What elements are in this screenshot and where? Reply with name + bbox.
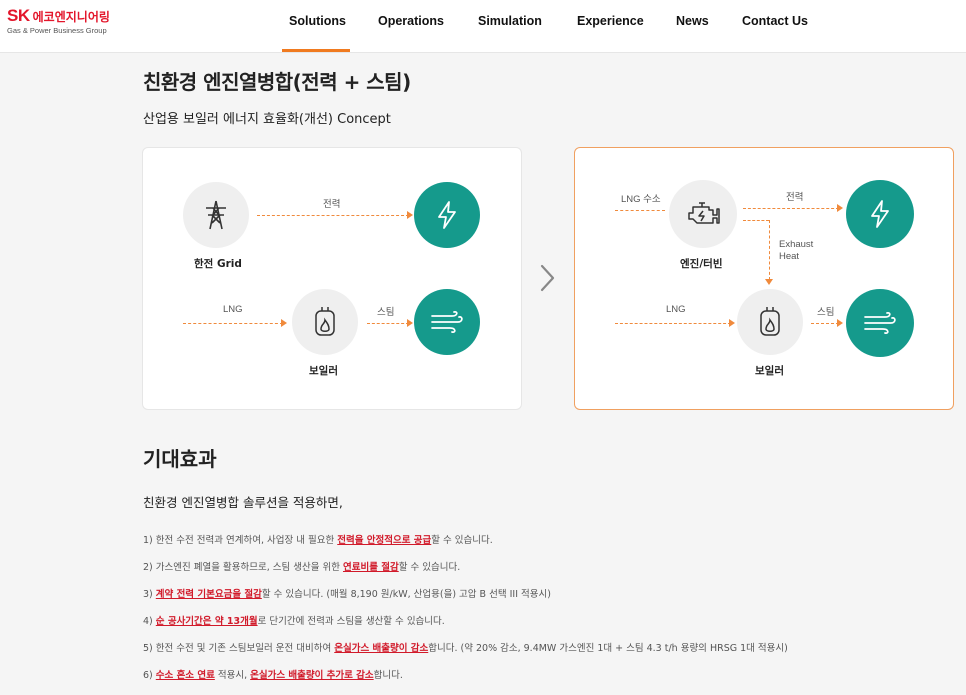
- effect-text: 3): [143, 589, 156, 600]
- steam-arrow: [811, 323, 839, 324]
- effect-text: 적용시,: [214, 670, 251, 681]
- effect-text: 합니다.: [373, 670, 403, 681]
- power-arrow: [257, 215, 409, 216]
- engine-label: 엔진/터빈: [680, 258, 723, 270]
- effect-item-3: 3) 계약 전력 기본요금을 절감할 수 있습니다. (매월 8,190 원/k…: [143, 586, 551, 600]
- nav-active-indicator: [282, 49, 350, 52]
- effect-highlight: 계약 전력 기본요금을 절감: [155, 589, 262, 600]
- lightning-icon: [846, 180, 914, 248]
- power-label: 전력: [786, 192, 804, 203]
- power-label: 전력: [323, 199, 341, 210]
- lng-label: LNG: [223, 304, 243, 315]
- steam-icon: [414, 289, 480, 355]
- effect-item-1: 1) 한전 수전 전력과 연계하여, 사업장 내 필요한 전력을 안정적으로 공…: [143, 532, 493, 546]
- lng-arrowhead: [729, 319, 735, 327]
- lng-arrowhead: [281, 319, 287, 327]
- effect-item-4: 4) 순 공사기간은 약 13개월로 단기간에 전력과 스팀을 생산할 수 있습…: [143, 613, 445, 627]
- steam-icon: [846, 289, 914, 357]
- nav-simulation[interactable]: Simulation: [478, 14, 542, 28]
- diagram-after-card: LNG 수소 엔진/터빈 전력 Exhaust Heat LNG 보일러 스팀: [574, 147, 954, 410]
- lng-label: LNG: [666, 304, 686, 315]
- effects-title: 기대효과: [143, 447, 217, 471]
- effect-highlight: 온실가스 배출량이 추가로 감소: [250, 670, 374, 681]
- effect-text: 1) 한전 수전 전력과 연계하여, 사업장 내 필요한: [143, 535, 338, 546]
- steam-arrowhead: [407, 319, 413, 327]
- nav-news[interactable]: News: [676, 14, 709, 28]
- effect-highlight: 온실가스 배출량이 감소: [334, 643, 429, 654]
- effect-item-2: 2) 가스엔진 폐열을 활용하므로, 스팀 생산을 위한 연료비를 절감할 수 …: [143, 559, 460, 573]
- chevron-right-icon: [537, 264, 557, 296]
- exhaust-arrowhead: [765, 279, 773, 285]
- effect-text: 할 수 있습니다.: [398, 562, 461, 573]
- effect-text: 로 단기간에 전력과 스팀을 생산할 수 있습니다.: [257, 616, 445, 627]
- logo-tagline: Gas & Power Business Group: [7, 26, 107, 35]
- power-arrowhead: [407, 211, 413, 219]
- steam-arrowhead: [837, 319, 843, 327]
- exhaust-label: Exhaust: [779, 239, 814, 250]
- effect-item-5: 5) 한전 수전 및 기존 스팀보일러 운전 대비하여 온실가스 배출량이 감소…: [143, 640, 788, 654]
- effect-text: 6): [143, 670, 156, 681]
- nav-experience[interactable]: Experience: [577, 14, 644, 28]
- lng-arrow: [615, 323, 731, 324]
- lng-arrow: [183, 323, 283, 324]
- effect-text: 할 수 있습니다.: [431, 535, 493, 546]
- page-title: 친환경 엔진열병합(전력 + 스팀): [143, 70, 411, 94]
- effect-item-6: 6) 수소 혼소 연료 적용시, 온실가스 배출량이 추가로 감소합니다.: [143, 667, 403, 681]
- boiler-label: 보일러: [755, 365, 784, 377]
- power-arrowhead: [837, 204, 843, 212]
- engine-icon: [669, 180, 737, 248]
- heat-label: Heat: [779, 251, 800, 262]
- effect-text: 2) 가스엔진 폐열을 활용하므로, 스팀 생산을 위한: [143, 562, 343, 573]
- effect-text: 할 수 있습니다. (매월 8,190 원/kW, 산업용(을) 고압 B 선택…: [261, 589, 551, 600]
- effect-highlight: 수소 혼소 연료: [155, 670, 215, 681]
- exhaust-line-vertical: [769, 220, 770, 280]
- diagram-before-card: 한전 Grid 전력 LNG 보일러 스팀: [142, 147, 522, 410]
- boiler-icon: [292, 289, 358, 355]
- grid-label: 한전 Grid: [194, 258, 242, 270]
- effect-highlight: 전력을 안정적으로 공급: [337, 535, 432, 546]
- effect-highlight: 순 공사기간은 약 13개월: [155, 616, 258, 627]
- steam-arrow: [367, 323, 409, 324]
- exhaust-line-horizontal: [743, 220, 769, 221]
- nav-operations[interactable]: Operations: [378, 14, 444, 28]
- effect-highlight: 연료비를 절감: [342, 562, 399, 573]
- boiler-icon: [737, 289, 803, 355]
- steam-label: 스팀: [377, 307, 395, 318]
- page-subtitle: 산업용 보일러 에너지 효율화(개선) Concept: [143, 112, 391, 127]
- effects-intro: 친환경 엔진열병합 솔루션을 적용하면,: [143, 495, 343, 510]
- power-arrow: [743, 208, 839, 209]
- effect-text: 합니다. (약 20% 감소, 9.4MW 가스엔진 1대 + 스팀 4.3 t…: [428, 643, 788, 654]
- steam-label: 스팀: [817, 307, 835, 318]
- logo-name: 에코엔지니어링: [32, 10, 110, 24]
- lng-fuel-label: LNG 수소: [621, 194, 661, 205]
- fuel-line: [615, 210, 665, 211]
- boiler-label: 보일러: [309, 365, 338, 377]
- nav-solutions[interactable]: Solutions: [289, 14, 346, 28]
- effect-text: 5) 한전 수전 및 기존 스팀보일러 운전 대비하여: [143, 643, 335, 654]
- nav-contact-us[interactable]: Contact Us: [742, 14, 808, 28]
- transmission-tower-icon: [183, 182, 249, 248]
- lightning-icon: [414, 182, 480, 248]
- effect-text: 4): [143, 616, 156, 627]
- logo-brand: SK: [7, 6, 30, 25]
